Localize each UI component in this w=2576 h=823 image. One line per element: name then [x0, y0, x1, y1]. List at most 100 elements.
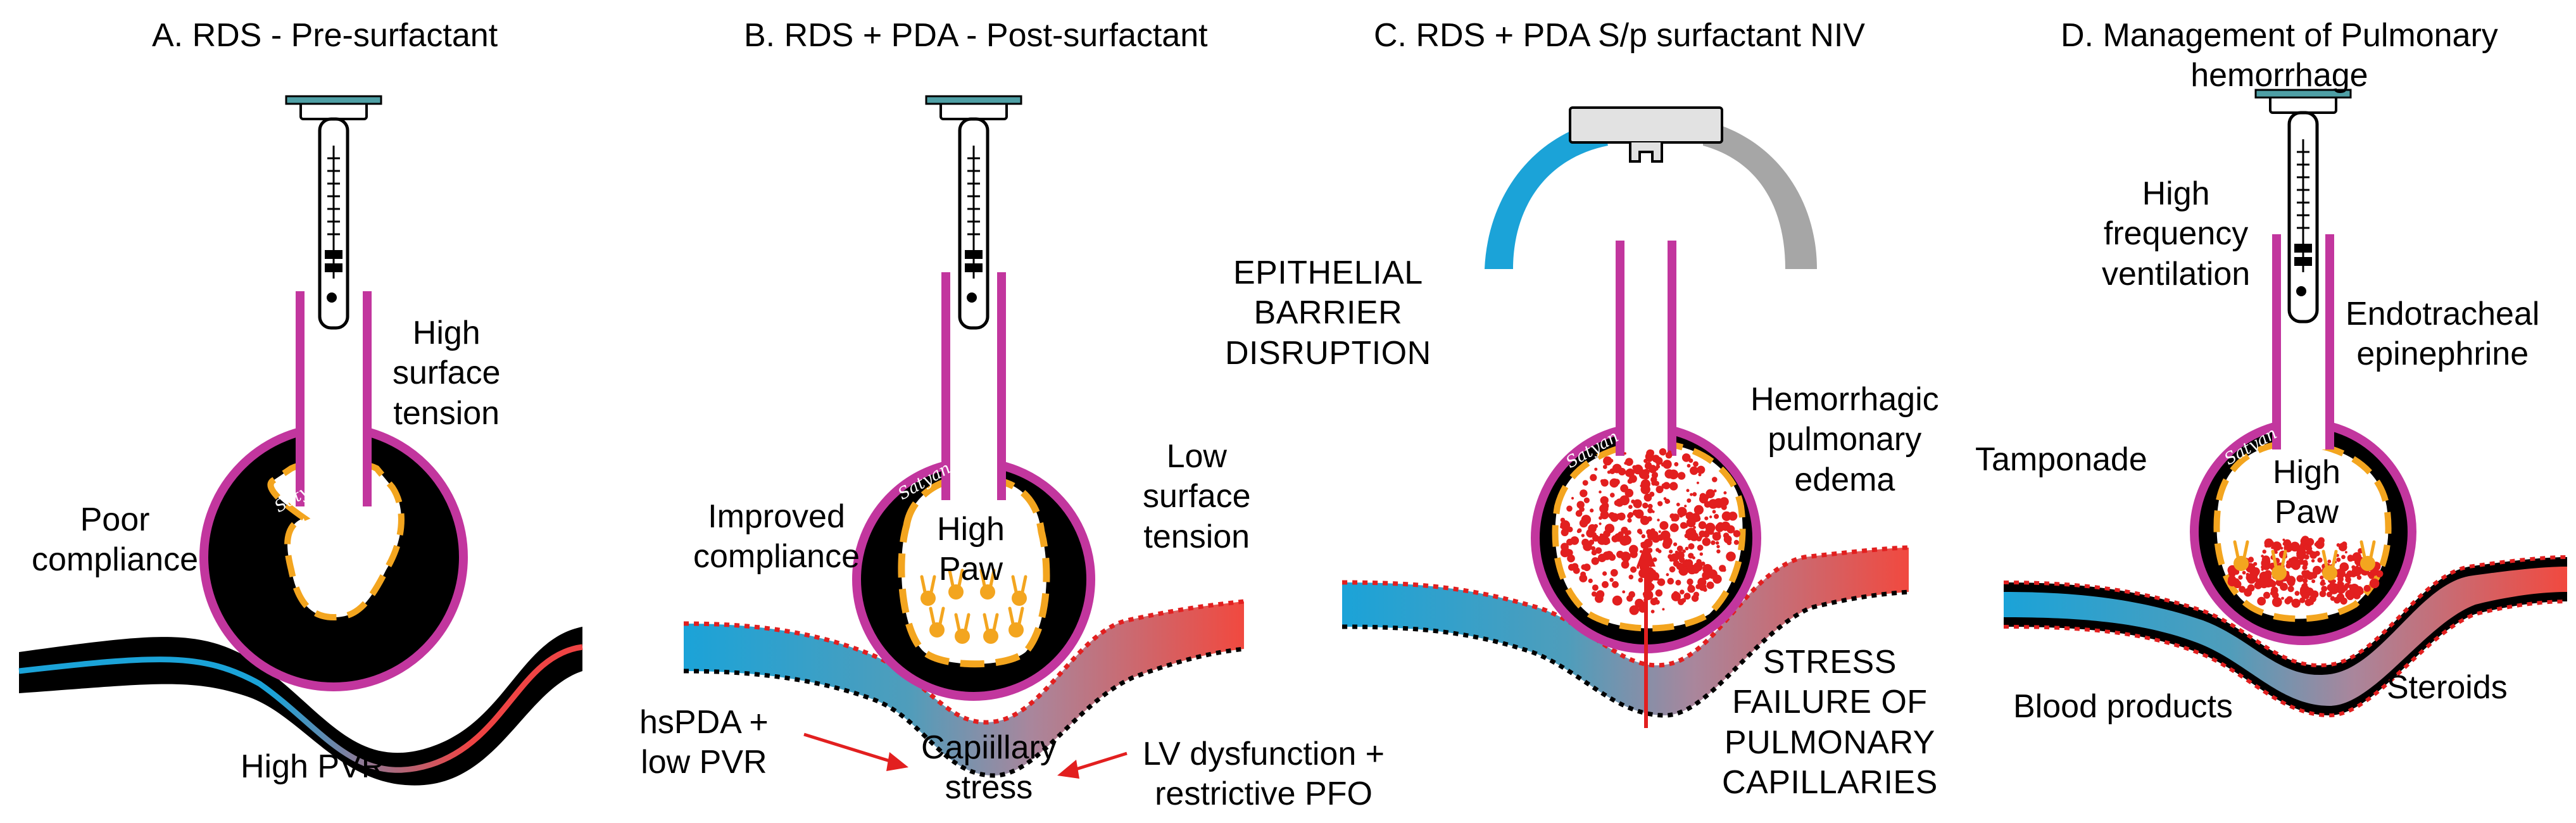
panel-c-stress-label: STRESS FAILURE OF PULMONARY CAPILLARIES: [1722, 644, 1938, 801]
hemorrhage-dot: [2366, 587, 2371, 591]
hemorrhage-dot: [2285, 563, 2292, 569]
hemorrhage-dot: [1602, 581, 1609, 588]
hemorrhage-dot: [1640, 479, 1650, 489]
hemorrhage-dot: [1668, 450, 1672, 454]
hemorrhage-dot: [1687, 498, 1692, 503]
hemorrhage-dot: [1567, 554, 1575, 563]
hemorrhage-dot: [1661, 452, 1665, 456]
hemorrhage-dot: [1609, 468, 1616, 475]
hemorrhage-dot: [1663, 497, 1667, 501]
hemorrhage-dot: [1618, 468, 1626, 475]
hemorrhage-dot: [1702, 587, 1707, 592]
hemorrhage-dot: [1609, 458, 1614, 463]
hemorrhage-dot: [2306, 537, 2315, 546]
panel-a-compliance-label: Poor compliance: [32, 501, 199, 579]
hemorrhage-dot: [1676, 503, 1680, 506]
hemorrhage-dot: [2259, 579, 2268, 589]
hemorrhage-dot: [1716, 549, 1721, 554]
hemorrhage-dot: [1621, 551, 1631, 562]
hemorrhage-dot: [1714, 513, 1719, 519]
hemorrhage-dot: [2271, 541, 2282, 551]
hemorrhage-dot: [1675, 579, 1681, 586]
hemorrhage-dot: [1684, 505, 1687, 508]
hemorrhage-dot: [1638, 469, 1649, 479]
hemorrhage-dot: [1673, 542, 1678, 546]
hemorrhage-dot: [1629, 605, 1639, 615]
hemorrhage-dot: [1628, 505, 1633, 509]
hemorrhage-dot: [2252, 574, 2258, 581]
hemorrhage-dot: [1669, 482, 1678, 491]
hemorrhage-dot: [1680, 511, 1685, 516]
hemorrhage-dot: [1713, 489, 1717, 493]
hemorrhage-dot: [2305, 570, 2310, 575]
hemorrhage-dot: [1697, 544, 1704, 551]
hemorrhage-dot: [1570, 536, 1580, 545]
hemorrhage-dot: [2263, 591, 2270, 599]
hemorrhage-dot: [1591, 546, 1596, 551]
hemorrhage-dot: [1659, 458, 1662, 462]
hemorrhage-dot: [1677, 472, 1686, 480]
hemorrhage-dot: [1699, 494, 1709, 504]
hemorrhage-dot: [2350, 570, 2357, 577]
hemorrhage-dot: [1693, 461, 1699, 467]
hemorrhage-dot: [2344, 551, 2347, 554]
hemorrhage-dot: [1673, 560, 1680, 567]
hemorrhage-dot: [1643, 458, 1648, 463]
hemorrhage-dot: [1692, 492, 1697, 497]
hemorrhage-dot: [1568, 563, 1575, 571]
hemorrhage-dot: [1640, 484, 1643, 487]
hemorrhage-dot: [2313, 565, 2322, 575]
hemorrhage-dot: [1581, 564, 1587, 570]
hemorrhage-dot: [1591, 550, 1597, 556]
hemorrhage-dot: [1688, 584, 1693, 590]
hemorrhage-dot: [1671, 513, 1680, 522]
hemorrhage-dot: [1658, 530, 1661, 534]
hemorrhage-dot: [1655, 576, 1659, 581]
hemorrhage-dot: [1656, 536, 1660, 540]
hemorrhage-dot: [1685, 512, 1694, 520]
hemorrhage-dot: [1702, 571, 1711, 580]
hemorrhage-dot: [1576, 501, 1585, 509]
panel-a-capillary: [18, 627, 583, 786]
panel-d-epinephrine-label: Endotracheal epinephrine: [2346, 296, 2540, 373]
hemorrhage-dot: [1592, 584, 1599, 591]
hemorrhage-dot: [1633, 499, 1642, 508]
hemorrhage-dot: [2315, 539, 2325, 550]
hemorrhage-dot: [2321, 586, 2328, 592]
hemorrhage-dot: [1605, 498, 1609, 501]
hemorrhage-dot: [2341, 555, 2346, 560]
hemorrhage-dot: [1712, 477, 1718, 482]
hemorrhage-dot: [1642, 502, 1649, 509]
hemorrhage-dot: [1616, 513, 1623, 520]
panel-b-title: B. RDS + PDA - Post-surfactant: [744, 17, 1208, 54]
hemorrhage-dot: [1623, 452, 1626, 455]
hemorrhage-dot: [1621, 535, 1631, 545]
hemorrhage-dot: [1647, 508, 1654, 513]
hemorrhage-dot: [1625, 469, 1633, 477]
hemorrhage-dot: [1621, 527, 1628, 534]
hemorrhage-dot: [1590, 508, 1594, 513]
hemorrhage-dot: [1688, 543, 1695, 550]
hemorrhage-dot: [1687, 578, 1693, 586]
hemorrhage-dot: [1640, 542, 1644, 546]
hemorrhage-dot: [1707, 524, 1711, 527]
hemorrhage-dot: [2262, 550, 2266, 554]
hemorrhage-dot: [1591, 532, 1597, 537]
hemorrhage-dot: [1662, 460, 1672, 469]
hemorrhage-dot: [2265, 563, 2270, 567]
hemorrhage-dot: [1669, 558, 1673, 562]
hemorrhage-dot: [1721, 511, 1731, 522]
hemorrhage-dot: [2247, 556, 2254, 563]
hemorrhage-dot: [1733, 539, 1739, 545]
hemorrhage-dot: [1712, 532, 1721, 541]
hemorrhage-dot: [2287, 578, 2296, 587]
hemorrhage-dot: [2282, 582, 2287, 588]
hemorrhage-dot: [2245, 587, 2251, 594]
hemorrhage-dot: [2309, 595, 2316, 603]
hemorrhage-dot: [2259, 571, 2269, 582]
hemorrhage-dot: [1610, 569, 1618, 577]
hemorrhage-dot: [1704, 501, 1711, 508]
hemorrhage-dot: [1591, 557, 1599, 565]
hemorrhage-dot: [2305, 587, 2311, 593]
hemorrhage-dot: [1643, 493, 1652, 502]
